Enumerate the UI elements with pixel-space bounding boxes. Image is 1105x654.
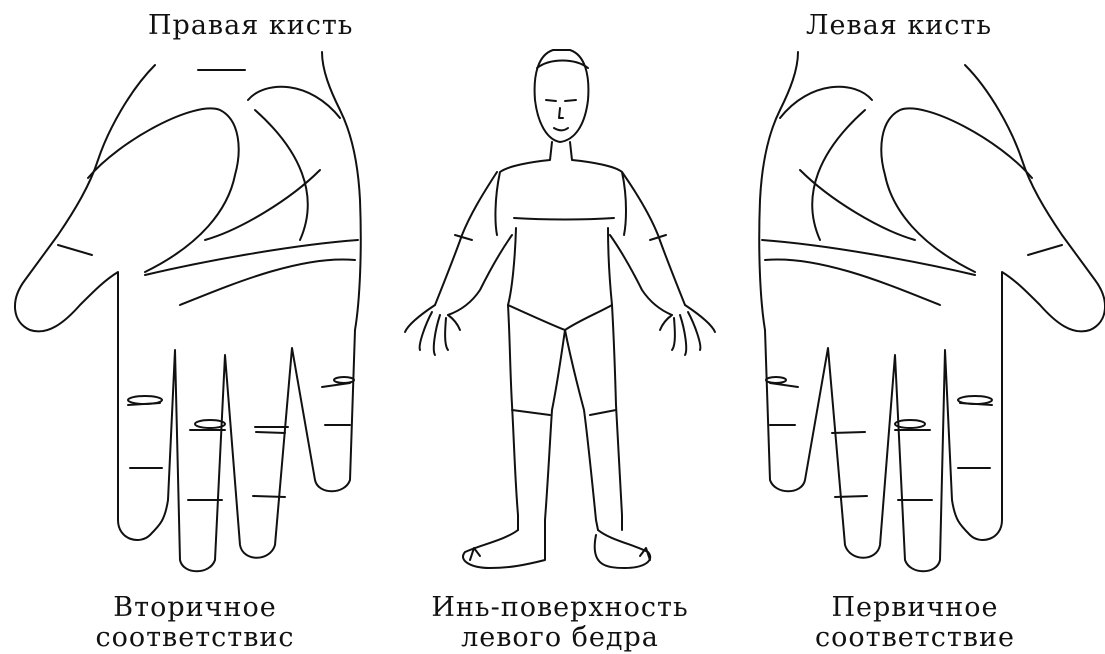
human-figure-drawing: [405, 50, 715, 568]
left-hand-caption-line2: соответствие: [800, 622, 1030, 653]
right-hand-drawing: [15, 52, 361, 571]
figure-caption-line2: левого бедра: [410, 622, 710, 653]
right-hand-caption-line1: Вторичное: [80, 592, 310, 623]
figure-caption-line1: Инь-поверхность: [410, 592, 710, 623]
right-hand-caption-line2: соответствис: [80, 622, 310, 653]
left-hand-caption-line1: Первичное: [800, 592, 1030, 623]
right-hand-outline: [15, 52, 361, 571]
left-hand-drawing: [759, 52, 1105, 571]
